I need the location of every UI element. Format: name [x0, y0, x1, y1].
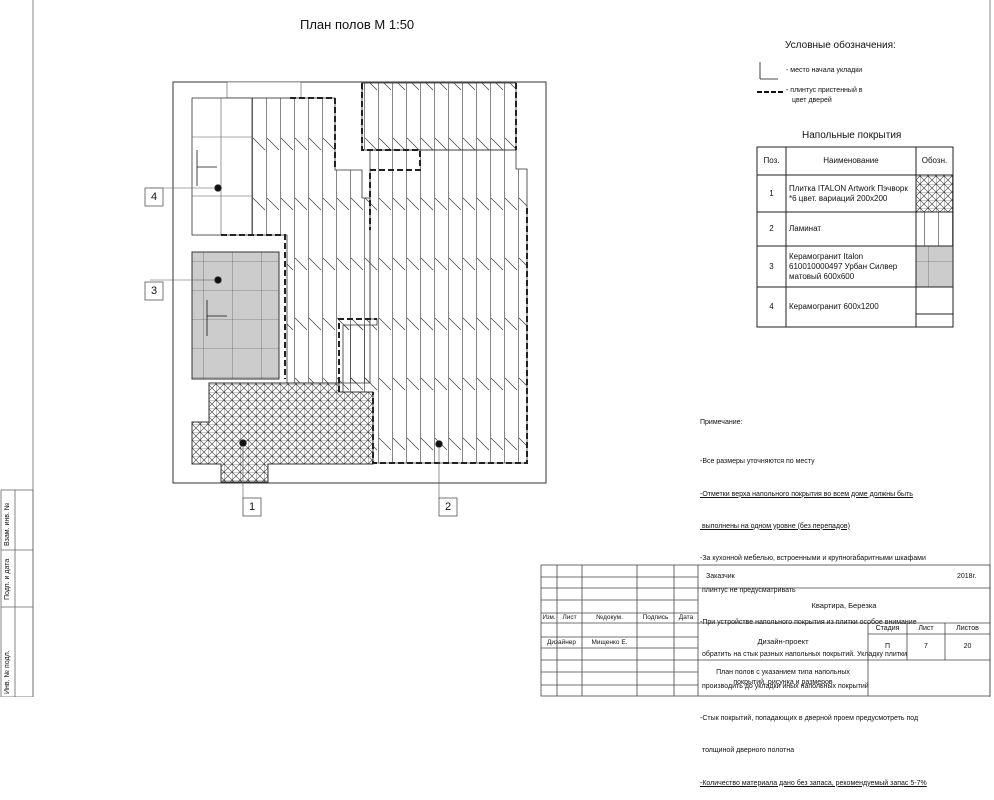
legend-start-point: - место начала укладки [786, 67, 863, 74]
sheet-label: Лист [918, 624, 934, 632]
plan-title: План полов М 1:50 [300, 17, 415, 32]
laminate-top-room [361, 82, 517, 151]
side-stamp-inventory: Инв. № подл. [4, 650, 11, 694]
header-symbol: Обозн. [921, 156, 948, 165]
notes-title: Примечание: [700, 419, 743, 426]
callout-4: 4 [150, 191, 158, 203]
legend-title: Условные обозначения: [785, 40, 896, 51]
stage-value: П [884, 643, 891, 650]
row-2-pos: 2 [769, 224, 774, 233]
skirting-lines [221, 83, 528, 464]
note-line: -Все размеры уточняются по месту [700, 458, 815, 466]
header-pos: Поз. [763, 156, 780, 165]
sheets-value: 20 [963, 643, 972, 650]
callout-box-2 [438, 497, 458, 517]
note-line: -При устройстве напольного покрытия из п… [700, 618, 917, 626]
room-3-tiles [191, 251, 280, 380]
floor-table-grid [756, 146, 954, 328]
note-line: производить до укладки иных напольных по… [700, 683, 869, 691]
designer-name: Мищенко Е. [591, 638, 628, 646]
object-name: Квартира, Березка [811, 600, 877, 610]
callout-box-1 [242, 497, 262, 517]
col-list: Лист [562, 614, 577, 621]
row-2-name: Ламинат [789, 224, 822, 233]
year: 2018г. [957, 573, 977, 580]
symbol-stipple [915, 245, 954, 288]
note-line: -Отметки верха напольного покрытия во вс… [700, 490, 913, 498]
note-line: толщиной дверного полотна [700, 747, 795, 755]
floor-table-title: Напольные покрытия [802, 130, 902, 141]
callout-box-3 [144, 281, 164, 301]
row-1-name: Плитка ITALON Artwork Пэчворк *6 цвет. в… [789, 183, 908, 203]
header-name: Наименование [823, 156, 879, 165]
side-stamp-replace: Взам. инв. № [4, 502, 11, 546]
callout-3: 3 [150, 285, 158, 297]
start-point-arrows-icon [196, 150, 227, 336]
col-doc: №докум. [596, 614, 623, 621]
legend-arrow-icon [759, 62, 778, 80]
note-line: -За кухонной мебелью, встроенными и круп… [700, 554, 926, 562]
col-sign: Подпись [642, 614, 669, 621]
symbol-crosshatch [915, 174, 954, 213]
side-stamp-grid [0, 489, 34, 697]
floor-plan-drawing [0, 0, 991, 697]
row-4-name: Керамогранит 600х1200 [789, 302, 879, 311]
note-line: обратить на стык разных напольных покрыт… [700, 651, 907, 659]
row-3-pos: 3 [769, 261, 774, 271]
sheets-label: Листов [956, 624, 979, 632]
callout-1: 1 [248, 501, 256, 513]
title-block-grid [540, 564, 991, 697]
note-line: -Стык покрытий, попадающих в дверной про… [700, 715, 919, 723]
legend-skirting-2: цвет дверей [792, 97, 832, 104]
row-4-pos: 4 [769, 302, 774, 311]
legend-skirting-1: - плинтус пристенный в [786, 87, 863, 94]
sheet-value: 7 [924, 643, 928, 650]
col-izm: Изм. [542, 615, 556, 621]
note-line: -Количество материала дано без запаса, р… [700, 779, 927, 787]
sheet-title: План полов с указанием типа напольных по… [716, 669, 850, 686]
project-type: Дизайн-проект [757, 636, 809, 646]
position-markers [150, 184, 443, 500]
customer-label: Заказчик [706, 573, 735, 580]
stage-label: Стадия [875, 624, 900, 632]
row-1-pos: 1 [769, 188, 774, 198]
col-date: Дата [678, 614, 694, 621]
note-line: плинтус не предусматривать [700, 586, 796, 594]
side-stamp-sign-date: Подп. и дата [4, 558, 11, 600]
designer-role: Дизайнер [546, 638, 577, 646]
callout-box-4 [144, 187, 164, 207]
note-line: выполнены на одном уровне (без перепадов… [700, 522, 850, 530]
symbol-laminate [915, 211, 954, 247]
room-4-tiles [191, 97, 253, 236]
window [226, 81, 302, 99]
callout-2: 2 [444, 501, 452, 513]
row-3-name: Керамогранит Italon 610010000497 Урбан С… [789, 251, 898, 281]
